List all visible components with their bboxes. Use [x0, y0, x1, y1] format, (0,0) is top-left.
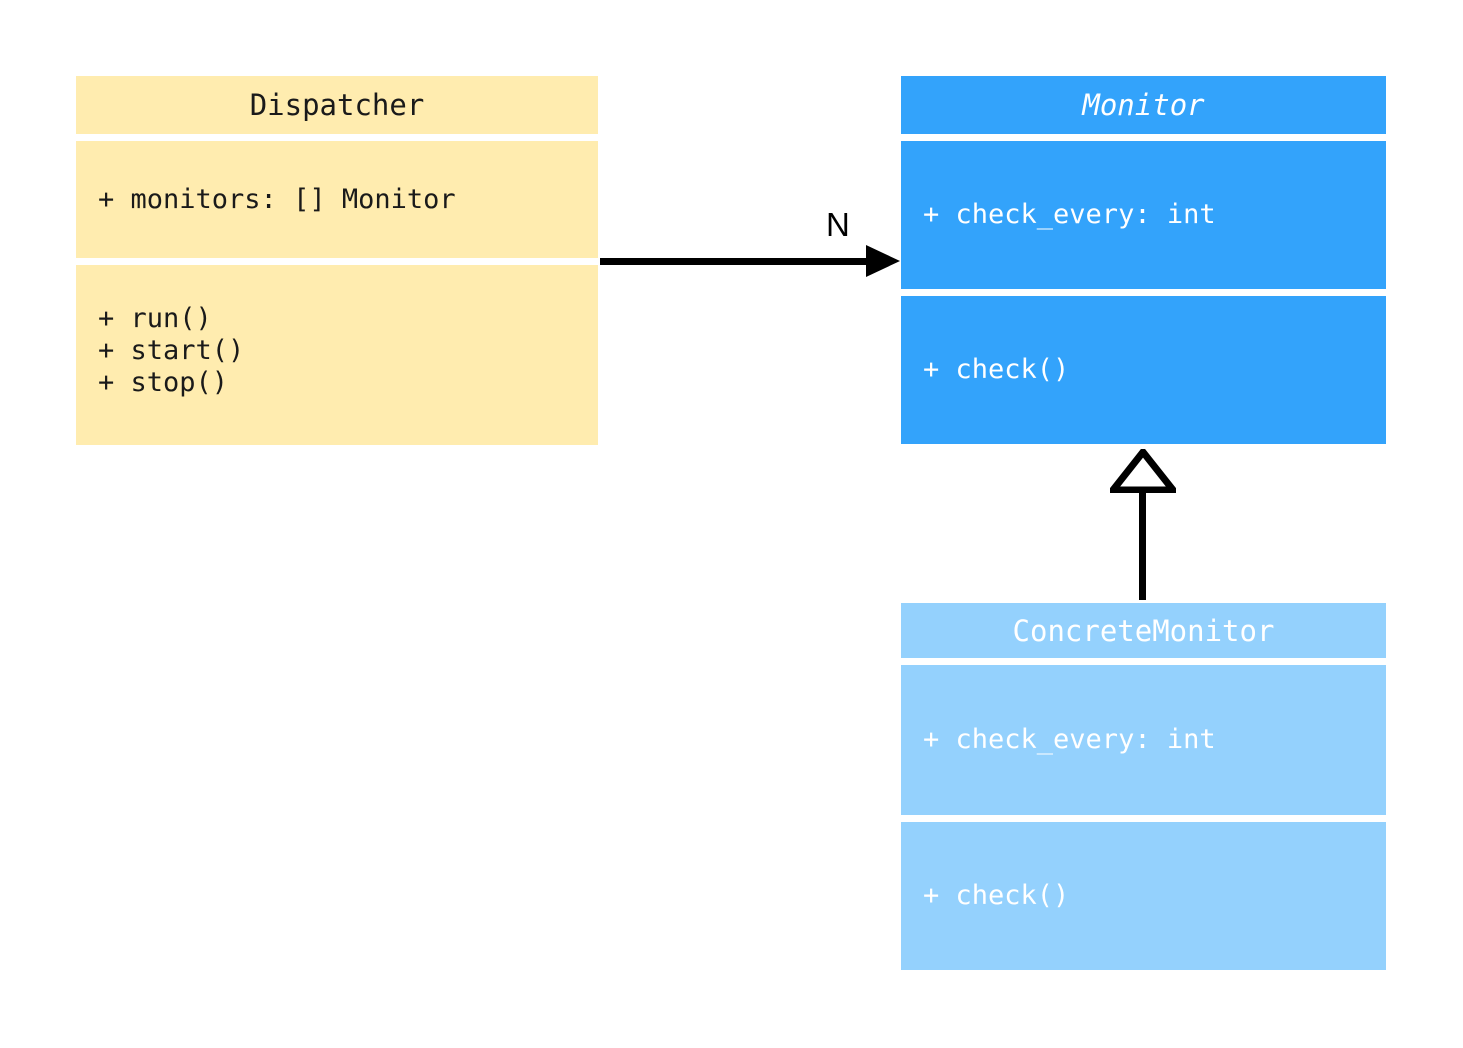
methods-compartment-concretemonitor: + check(): [901, 822, 1386, 970]
method-row: + start(): [98, 334, 245, 366]
compartment-divider: [901, 658, 1386, 665]
compartment-divider: [901, 815, 1386, 822]
compartment-divider: [901, 289, 1386, 296]
attribute-row: + check_every: int: [923, 724, 1216, 756]
compartment-divider: [76, 134, 598, 141]
uml-class-monitor[interactable]: Monitor + check_every: int + check(): [901, 76, 1386, 444]
attributes-compartment-concretemonitor: + check_every: int: [901, 665, 1386, 815]
association-line-dispatcher-monitor: [600, 258, 878, 265]
generalization-hollow-triangle-icon: [1110, 449, 1176, 493]
class-title-monitor: Monitor: [901, 76, 1386, 134]
uml-class-dispatcher[interactable]: Dispatcher + monitors: [] Monitor + run(…: [76, 76, 598, 445]
methods-compartment-dispatcher: + run() + start() + stop(): [76, 265, 598, 445]
attributes-compartment-monitor: + check_every: int: [901, 141, 1386, 289]
compartment-divider: [76, 258, 598, 265]
attributes-compartment-dispatcher: + monitors: [] Monitor: [76, 141, 598, 258]
method-row: + run(): [98, 303, 212, 334]
method-row: + stop(): [98, 366, 229, 398]
method-row: + check(): [923, 880, 1070, 912]
attribute-row: + check_every: int: [923, 199, 1216, 231]
compartment-divider: [901, 134, 1386, 141]
association-arrowhead-icon: [866, 245, 900, 277]
method-row: + check(): [923, 354, 1070, 386]
class-title-concretemonitor: ConcreteMonitor: [901, 603, 1386, 658]
uml-class-concretemonitor[interactable]: ConcreteMonitor + check_every: int + che…: [901, 603, 1386, 970]
attribute-row: + monitors: [] Monitor: [98, 183, 456, 215]
methods-compartment-monitor: + check(): [901, 296, 1386, 444]
class-title-dispatcher: Dispatcher: [76, 76, 598, 134]
generalization-line-concretemonitor-monitor: [1139, 488, 1146, 600]
association-multiplicity-label: N: [826, 206, 850, 243]
